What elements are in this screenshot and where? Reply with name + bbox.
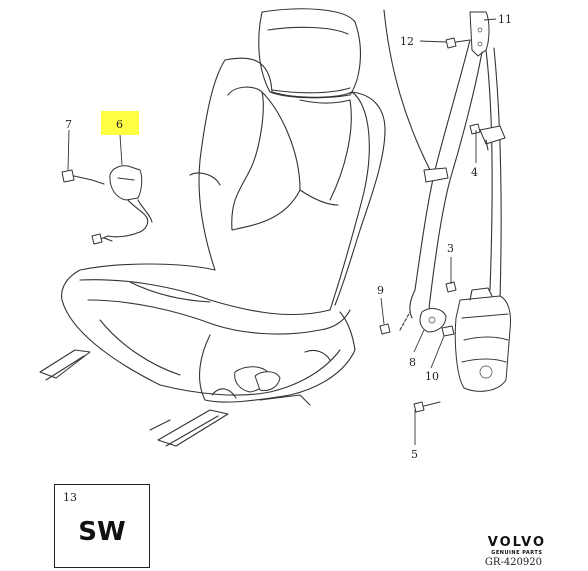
seat-belt-buckle	[91, 165, 153, 245]
option-box-number: 13	[63, 491, 77, 504]
callout-11: 11	[498, 13, 512, 26]
brand-logo: VOLVO GENUINE PARTS	[487, 535, 546, 557]
brand-name: VOLVO	[487, 535, 546, 550]
callout-12: 12	[400, 35, 414, 48]
option-code: SW	[78, 517, 126, 547]
seat-belt-assembly	[379, 9, 511, 413]
leader-lines	[67, 18, 497, 445]
highlight-callout-6	[101, 111, 139, 135]
callout-7: 7	[65, 118, 72, 131]
callout-4: 4	[471, 166, 478, 179]
brand-subtitle: GENUINE PARTS	[491, 550, 543, 556]
seat-illustration	[39, 8, 386, 447]
callout-8: 8	[409, 356, 416, 369]
callout-3: 3	[447, 242, 454, 255]
callout-5: 5	[411, 448, 418, 461]
callout-6: 6	[116, 118, 123, 131]
option-code-box: 13 SW	[54, 484, 150, 568]
callout-10: 10	[425, 370, 439, 383]
bolt-7	[61, 169, 105, 185]
diagram-reference: GR-420920	[484, 557, 542, 568]
callout-9: 9	[377, 284, 384, 297]
